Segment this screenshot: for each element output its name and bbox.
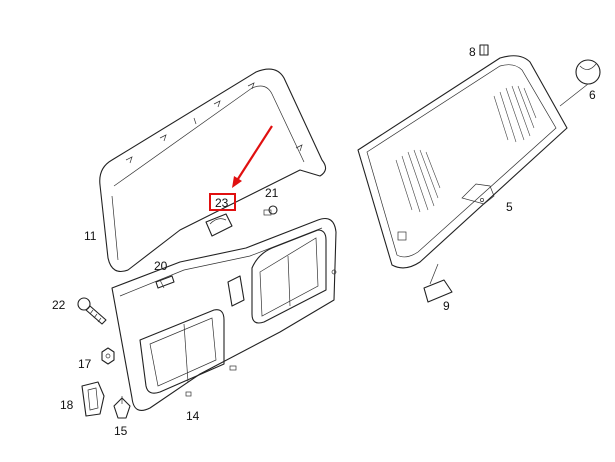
callout-11: 11 <box>84 229 97 243</box>
liftgate-trim-panel <box>99 68 337 411</box>
callout-14: 14 <box>186 409 200 423</box>
clip-part-8 <box>479 44 489 56</box>
callout-23-highlight-box <box>209 193 236 211</box>
rear-window-glass <box>357 55 568 269</box>
clip-part-20 <box>155 275 175 289</box>
callout-15: 15 <box>114 424 128 438</box>
screw-part-21 <box>263 205 278 216</box>
callout-21: 21 <box>265 186 279 200</box>
callout-6: 6 <box>589 88 596 102</box>
wedge-part-9 <box>423 263 453 303</box>
callout-18: 18 <box>60 398 74 412</box>
callout-22: 22 <box>52 298 66 312</box>
highlight-arrow <box>232 125 273 188</box>
grommet-part-6 <box>559 59 601 107</box>
callout-8: 8 <box>469 45 476 59</box>
nut-part-17 <box>101 347 115 365</box>
callout-17: 17 <box>78 357 92 371</box>
bracket-part-18 <box>81 381 105 417</box>
callout-23: 23 <box>215 196 229 210</box>
callout-20: 20 <box>154 259 168 273</box>
pushpin-part-15 <box>113 396 131 419</box>
callout-9: 9 <box>443 299 450 313</box>
callout-5: 5 <box>506 200 513 214</box>
bracket-part-23 <box>205 213 233 237</box>
bolt-part-22 <box>77 297 107 325</box>
